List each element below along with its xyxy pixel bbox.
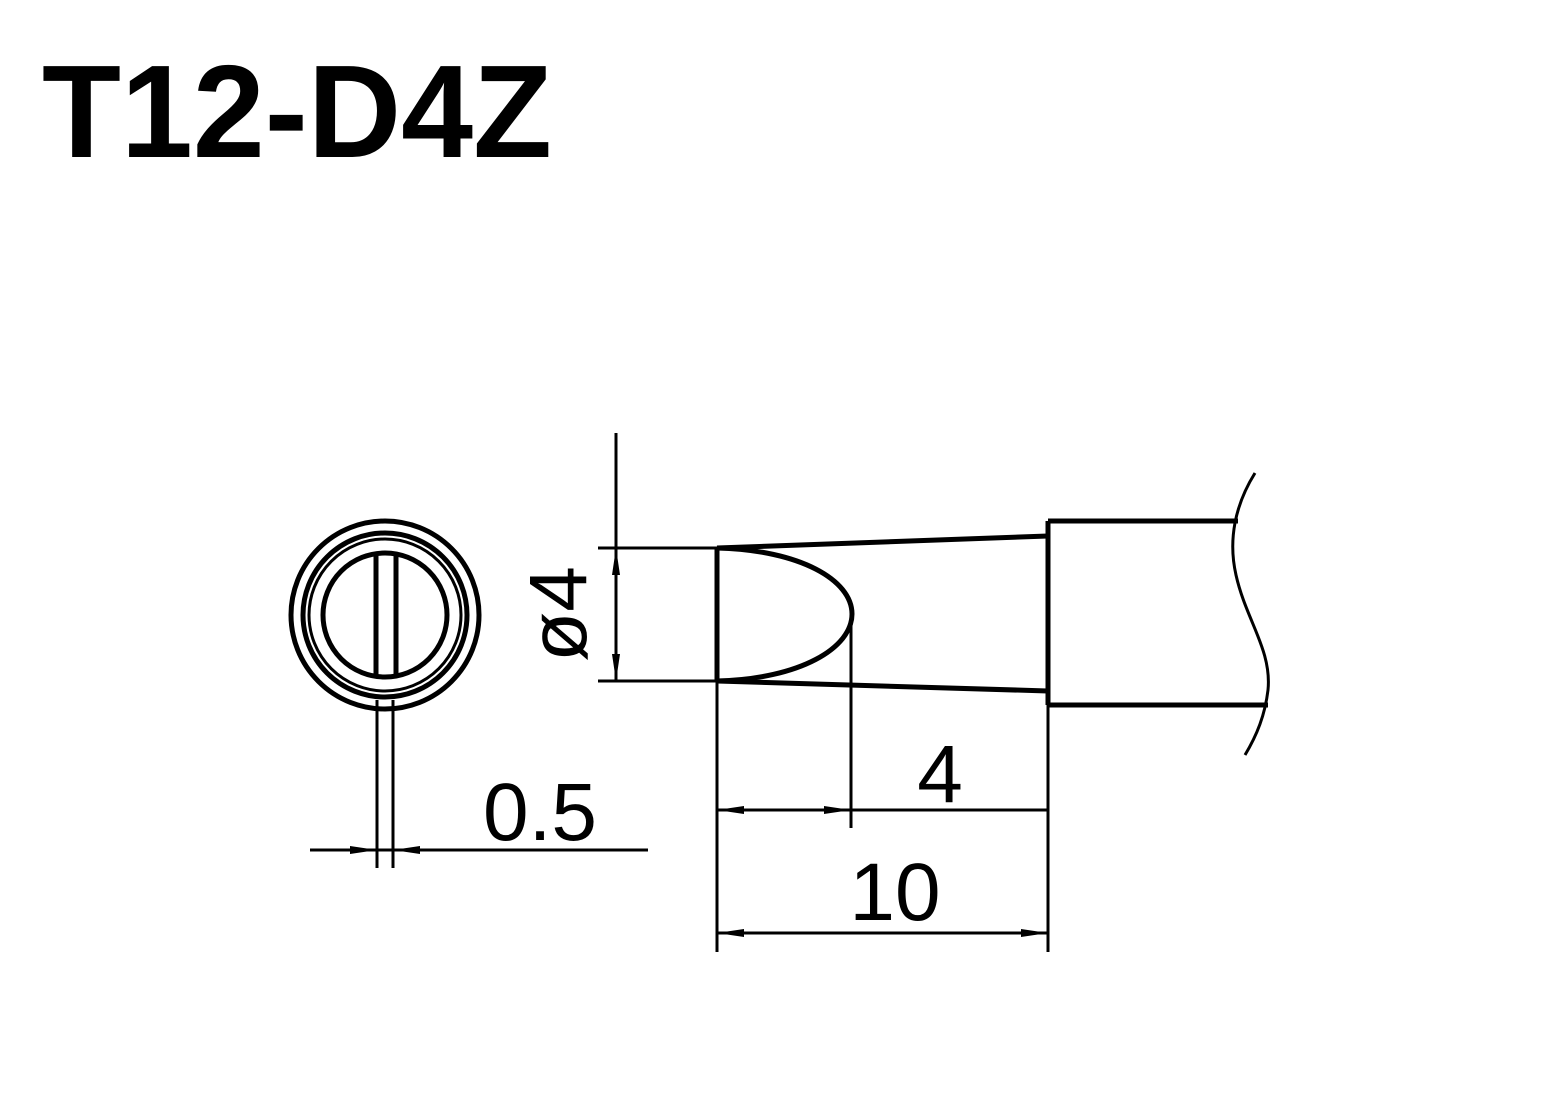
taper-bottom [716, 678, 1049, 694]
break-line [1231, 472, 1270, 756]
ring-circle [300, 530, 470, 700]
diameter-label: ø4 [513, 566, 604, 662]
taper-top [716, 533, 1049, 551]
arrow-icon [612, 548, 620, 575]
arrow-icon [824, 806, 851, 814]
total-length-label: 10 [849, 847, 940, 938]
ring-inner-circle [307, 537, 463, 693]
slot-width-label: 0.5 [483, 767, 597, 858]
tip-face-circle [320, 550, 450, 680]
side-view: ø4 4 10 [513, 433, 1270, 952]
arrow-icon [717, 929, 744, 937]
outer-circle [288, 518, 482, 712]
end-view: 0.5 [288, 518, 648, 868]
arrow-icon [717, 806, 744, 814]
arrow-icon [393, 846, 420, 854]
part-number-title: T12-D4Z [42, 38, 552, 185]
arrow-icon [612, 654, 620, 681]
tip-length-label: 4 [917, 729, 963, 820]
arrow-icon [1021, 929, 1048, 937]
arrow-icon [350, 846, 377, 854]
